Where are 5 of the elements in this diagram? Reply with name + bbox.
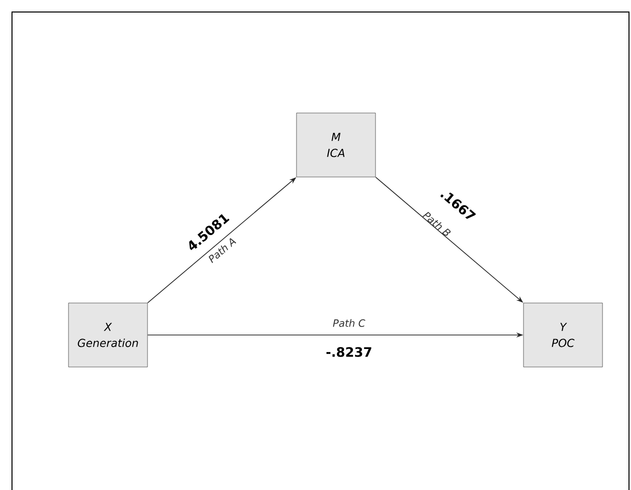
path-label: Path C <box>332 319 366 327</box>
variable-box: X Generation <box>68 302 148 368</box>
variable-box: M ICA <box>296 112 376 178</box>
coefficient-label: -.8237 <box>324 346 374 358</box>
variable-box: Y POC <box>523 302 603 368</box>
